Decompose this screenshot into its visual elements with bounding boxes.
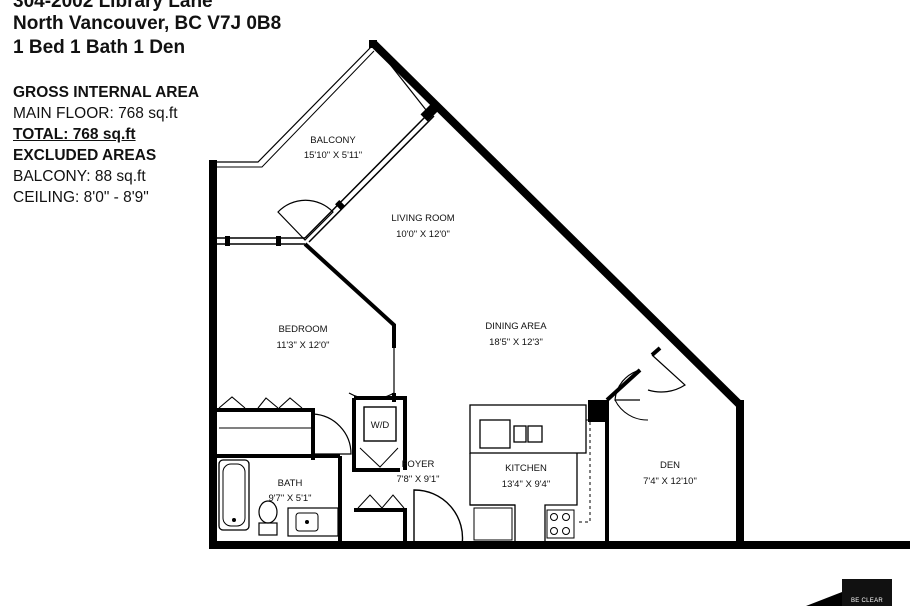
washer-dryer-unit [363, 406, 397, 442]
living-room-dims: 10'0" X 12'0" [396, 229, 450, 240]
window-balcony [304, 111, 435, 243]
address-line-2: North Vancouver, BC V7J 0B8 [13, 13, 282, 34]
toilet [258, 522, 278, 536]
balcony-label: BALCONY [310, 135, 356, 146]
balcony-corner-post [369, 40, 377, 48]
brand-mark-icon [806, 592, 842, 606]
exterior-walls [209, 41, 910, 549]
bedroom-dims: 11'3" X 12'0" [277, 340, 330, 351]
living-room-label: LIVING ROOM [391, 213, 454, 224]
window-bedroom [217, 237, 305, 245]
closet-doors [218, 396, 303, 409]
bedroom-door-swing [348, 348, 395, 400]
den-label: DEN [660, 460, 680, 471]
den-door-swing-2 [647, 354, 686, 393]
washer-dryer-label: W/D [371, 420, 390, 431]
dining-area-dims: 18'5" X 12'3" [489, 337, 543, 348]
gross-area-heading: GROSS INTERNAL AREA [13, 84, 200, 101]
ceiling-height: CEILING: 8'0" - 8'9" [13, 189, 149, 206]
unit-summary: 1 Bed 1 Bath 1 Den [13, 37, 186, 58]
main-floor-area: MAIN FLOOR: 768 sq.ft [13, 105, 178, 122]
den-door-swing-1 [614, 369, 641, 401]
column [588, 400, 607, 422]
vanity [287, 507, 339, 537]
den-dims: 7'4" X 12'10" [643, 476, 697, 487]
kitchen-island [469, 404, 587, 454]
bedroom-label: BEDROOM [278, 324, 327, 335]
bath-label: BATH [278, 478, 303, 489]
balcony-dims: 15'10" X 5'11" [304, 150, 362, 161]
excluded-areas-heading: EXCLUDED AREAS [13, 147, 157, 164]
balcony-door-swing [277, 199, 334, 241]
kitchen-dims: 13'4" X 9'4" [502, 479, 550, 490]
bathtub [218, 459, 250, 531]
brand-label: BE CLEAR [850, 598, 884, 604]
balcony-area: BALCONY: 88 sq.ft [13, 168, 146, 185]
bath-door-swing [312, 413, 352, 455]
balcony-outline [213, 43, 431, 163]
bath-dims: 9'7" X 5'1" [268, 493, 311, 504]
foyer-closet-doors [357, 494, 405, 509]
foyer-label: FOYER [402, 459, 435, 470]
foyer-dims: 7'8" X 9'1" [396, 474, 439, 485]
brand-logo: BE CLEAR [842, 579, 892, 606]
dining-area-label: DINING AREA [485, 321, 547, 332]
entry-door-swing [413, 489, 464, 546]
interior-walls [217, 242, 662, 545]
fridge [473, 507, 513, 541]
cooktop [546, 509, 575, 539]
kitchen-label: KITCHEN [505, 463, 547, 474]
address-line-1: 304-2002 Library Lane [13, 0, 213, 12]
kitchen-counter [469, 453, 578, 545]
total-area: TOTAL: 768 sq.ft [13, 126, 136, 143]
